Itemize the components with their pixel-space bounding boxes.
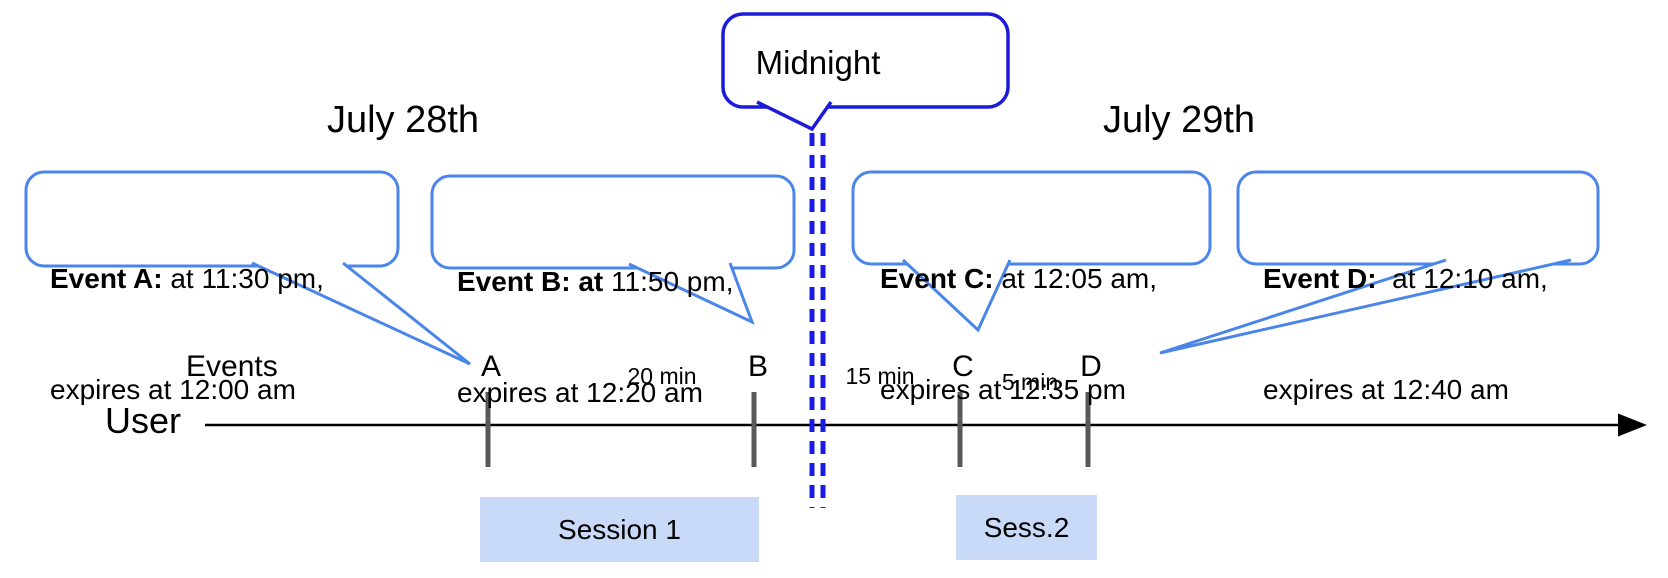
midnight-callout-tail (756, 100, 833, 132)
event-b-time: 11:50 pm, (603, 266, 734, 297)
event-a-callout-text: Event A: at 11:30 pm, expires at 12:00 a… (50, 186, 324, 482)
interval-b-c: 15 min (845, 363, 915, 389)
tick-label-c: C (952, 350, 974, 383)
date-july-29: July 29th (1102, 99, 1256, 141)
event-c-line1: Event C: at 12:05 am, (880, 260, 1157, 297)
interval-a-b: 20 min (627, 363, 697, 389)
interval-c-d: 5 min (1001, 369, 1059, 395)
tick-label-b: B (747, 350, 769, 383)
event-c-line2: expires at 12:35 pm (880, 374, 1126, 405)
tick-label-a: A (480, 350, 502, 383)
event-d-time: at 12:10 am, (1376, 263, 1548, 294)
event-c-callout-tail (901, 258, 1012, 333)
event-a-callout-bubble (24, 170, 400, 268)
timeline-arrowhead-icon (1618, 413, 1647, 437)
event-b-callout-tail (628, 262, 755, 325)
midnight-callout-bubble (721, 12, 1010, 109)
event-d-line1: Event D: at 12:10 am, (1263, 260, 1548, 297)
event-d-title: Event D: (1263, 263, 1377, 294)
event-d-callout-text: Event D: at 12:10 am, expires at 12:40 a… (1263, 186, 1548, 482)
date-july-28: July 28th (326, 99, 480, 141)
event-a-title: Event A: (50, 263, 163, 294)
session-2-box (956, 495, 1097, 560)
event-d-callout-tail (1159, 258, 1572, 355)
events-axis-label: Events (186, 350, 278, 383)
session-1-box (480, 497, 759, 562)
tick-label-d: D (1080, 350, 1102, 383)
event-d-line2: expires at 12:40 am (1263, 374, 1509, 405)
event-b-callout-text: Event B: at 11:50 pm, expires at 12:20 a… (457, 189, 733, 485)
user-axis-label: User (105, 400, 182, 441)
event-a-time: at 11:30 pm, (162, 263, 324, 294)
event-c-time: at 12:05 am, (993, 263, 1158, 294)
event-b-line2: expires at 12:20 am (457, 377, 703, 408)
event-c-title: Event C: (880, 263, 994, 294)
event-a-line2: expires at 12:00 am (50, 374, 296, 405)
event-b-callout-bubble (430, 174, 796, 270)
event-a-callout-tail (251, 261, 471, 366)
event-b-line1: Event B: at 11:50 pm, (457, 263, 733, 300)
midnight-label: Midnight (755, 44, 881, 81)
event-c-callout-text: Event C: at 12:05 am, expires at 12:35 p… (880, 186, 1157, 482)
event-d-callout-bubble (1236, 170, 1600, 266)
session-1-label: Session 1 (558, 513, 681, 545)
event-a-line1: Event A: at 11:30 pm, (50, 260, 324, 297)
session-2-label: Sess.2 (983, 511, 1070, 543)
event-b-title: Event B: at (457, 266, 604, 297)
event-c-callout-bubble (851, 170, 1212, 266)
